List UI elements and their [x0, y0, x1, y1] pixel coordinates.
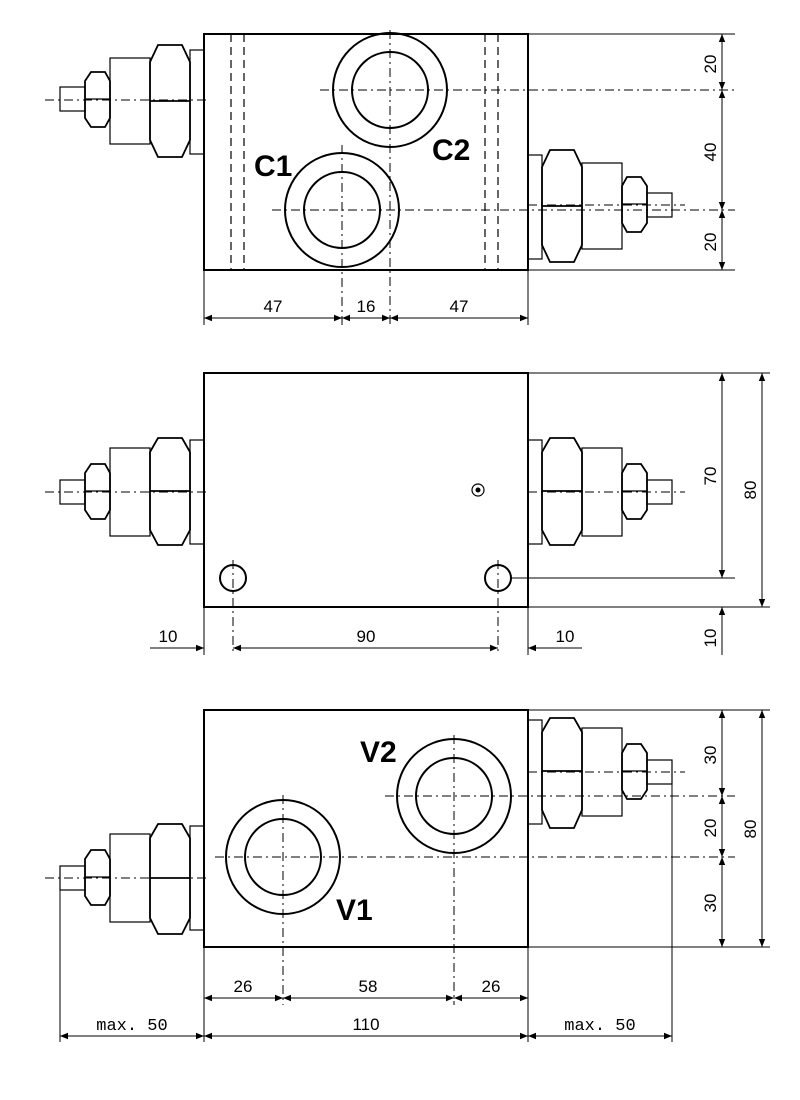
dim-bot-h-26b: 26	[482, 977, 501, 996]
cartridge-left-bottom	[59, 823, 205, 935]
port-label-v1: V1	[336, 894, 373, 927]
dim-bot-v-30b: 30	[701, 894, 720, 913]
dim-bot-v-30a: 30	[701, 746, 720, 765]
bottom-view: V2 V1	[45, 709, 770, 1042]
dim-top-v-20b: 20	[701, 233, 720, 252]
gauge-port	[471, 483, 485, 497]
cartridge-right-top	[527, 149, 673, 263]
port-label-c1: C1	[254, 150, 292, 183]
cartridge-left-top	[59, 44, 205, 158]
cartridge-right-middle	[527, 437, 673, 546]
top-view: C1 C2	[45, 30, 735, 325]
dim-bot-h-26a: 26	[234, 977, 253, 996]
dim-bot-h-58: 58	[359, 977, 378, 996]
dim-mid-h-10b: 10	[556, 627, 575, 646]
dim-bot-v-80: 80	[741, 820, 760, 839]
dim-top-h-47a: 47	[264, 297, 283, 316]
dim-bot-max-right: max. 50	[564, 1017, 635, 1036]
dim-top-h-47b: 47	[450, 297, 469, 316]
middle-view: 70 80 10 10 90 10	[45, 372, 770, 655]
dim-bot-v-20: 20	[701, 819, 720, 838]
dim-mid-h-90: 90	[357, 627, 376, 646]
dim-mid-v-80: 80	[741, 481, 760, 500]
dim-top-v-40: 40	[701, 143, 720, 162]
dim-mid-v-10: 10	[701, 629, 720, 648]
dim-bot-max-left: max. 50	[96, 1017, 167, 1036]
cartridge-right-bottom	[527, 717, 673, 829]
dim-mid-v-70: 70	[701, 467, 720, 486]
dim-bot-total-110: 110	[352, 1015, 379, 1034]
dim-top-h-16: 16	[357, 297, 376, 316]
dim-mid-h-10a: 10	[159, 627, 178, 646]
dim-top-v-20a: 20	[701, 55, 720, 74]
port-label-c2: C2	[432, 134, 470, 167]
valve-body-top	[203, 33, 529, 271]
cartridge-left-middle	[59, 437, 205, 546]
port-label-v2: V2	[360, 736, 397, 769]
